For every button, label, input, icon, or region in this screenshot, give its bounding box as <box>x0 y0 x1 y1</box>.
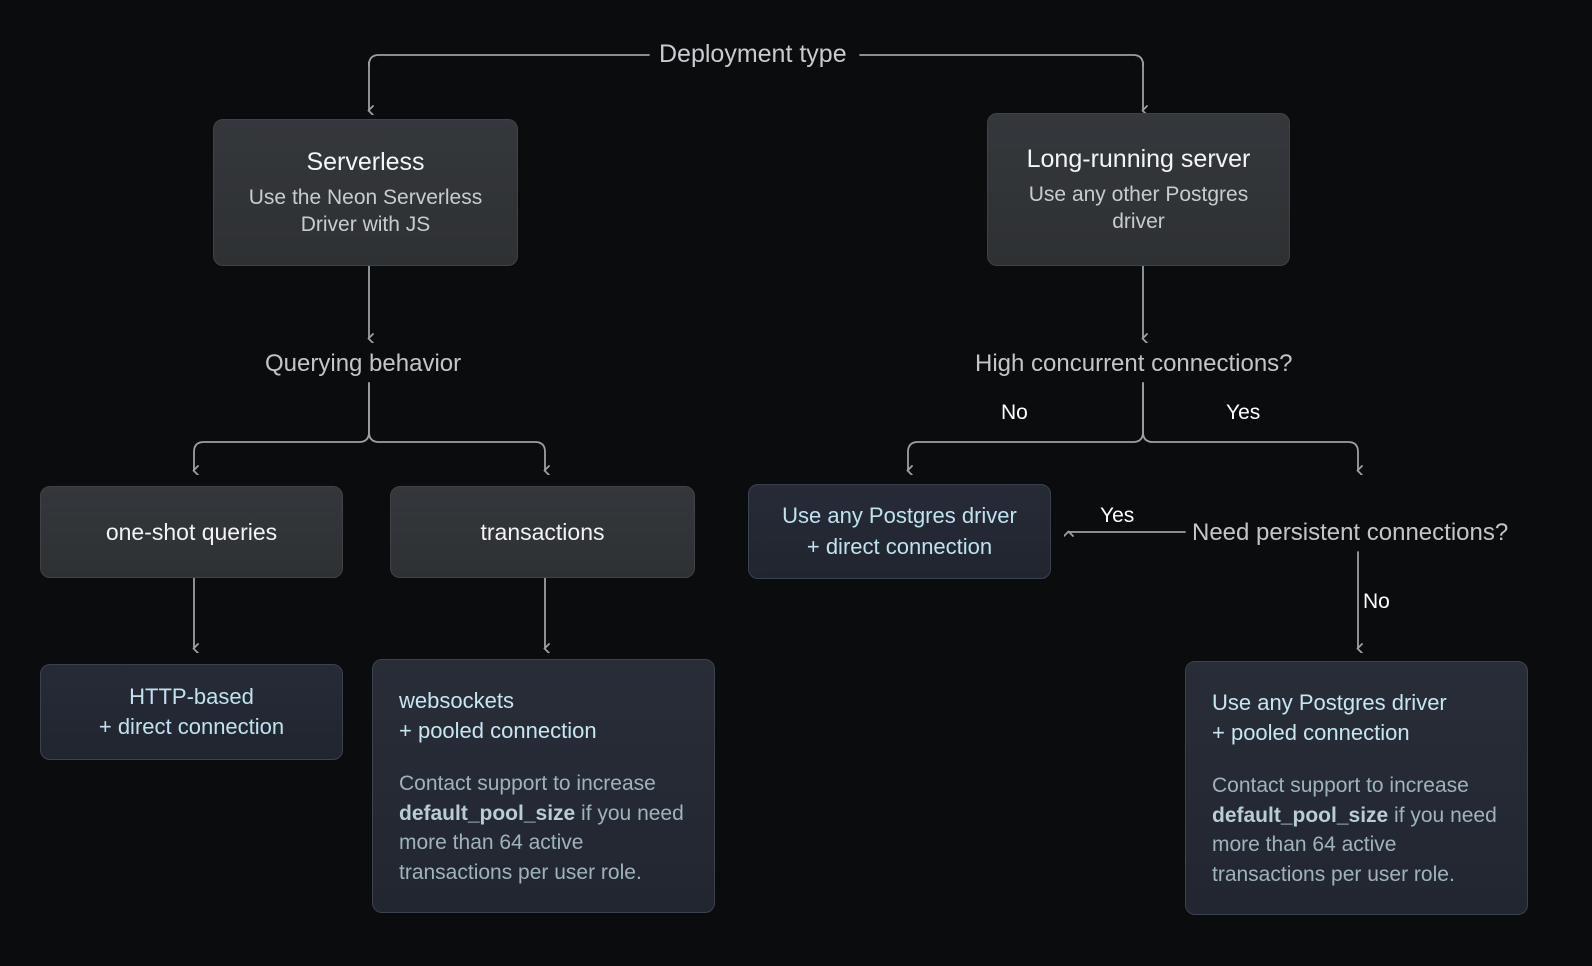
node-driver-pooled[interactable]: Use any Postgres driver + pooled connect… <box>1185 661 1528 915</box>
edge-concurrent-yes <box>1142 382 1358 470</box>
edge-querying-transactions <box>368 382 545 470</box>
label-querying-behavior: Querying behavior <box>265 350 462 377</box>
node-one-shot-label: one-shot queries <box>105 518 278 545</box>
label-high-concurrent-connections: High concurrent connections? <box>975 350 1293 377</box>
node-http-based-line1: HTTP-based <box>129 683 254 709</box>
edge-label-yes-concurrent: Yes <box>1226 401 1261 424</box>
edge-concurrent-no <box>908 382 1144 470</box>
node-driver-direct-connection[interactable]: Use any Postgres driver + direct connect… <box>748 484 1051 579</box>
node-driver-pooled-line1: Use any Postgres driver <box>1212 690 1447 715</box>
node-websockets-note-code: default_pool_size <box>399 801 576 825</box>
edge-label-no-persistent: No <box>1363 590 1390 613</box>
edge-title-right <box>859 54 1144 67</box>
node-long-running-subtitle: Use any other Postgres driver <box>1028 182 1249 234</box>
node-transactions-label: transactions <box>480 518 605 545</box>
edge-title-left <box>368 54 650 67</box>
node-serverless-title: Serverless <box>306 147 425 176</box>
node-driver-pooled-note-code: default_pool_size <box>1212 803 1389 827</box>
node-one-shot-queries[interactable]: one-shot queries <box>40 486 343 578</box>
node-http-based[interactable]: HTTP-based + direct connection <box>40 664 343 760</box>
node-driver-direct-line1: Use any Postgres driver <box>782 503 1017 529</box>
edge-querying-oneshot <box>194 382 370 470</box>
node-driver-pooled-note-pre: Contact support to increase <box>1212 773 1469 797</box>
node-websockets-note: Contact support to increase default_pool… <box>399 769 688 888</box>
diagram-title: Deployment type <box>659 40 847 68</box>
node-long-running-title: Long-running server <box>1026 144 1251 173</box>
node-transactions[interactable]: transactions <box>390 486 695 578</box>
label-need-persistent-connections: Need persistent connections? <box>1192 519 1509 546</box>
node-websockets-line1: websockets <box>399 688 514 713</box>
node-driver-direct-line2: + direct connection <box>806 533 993 559</box>
node-http-based-line2: + direct connection <box>98 714 285 739</box>
node-websockets-note-post: if you need more than 64 active transact… <box>399 801 684 885</box>
node-websockets-note-pre: Contact support to increase <box>399 771 656 795</box>
node-websockets-line2: + pooled connection <box>399 718 597 744</box>
node-long-running-server[interactable]: Long-running server Use any other Postgr… <box>987 113 1290 266</box>
edge-label-yes-persistent: Yes <box>1100 504 1135 527</box>
node-websockets[interactable]: websockets + pooled connection Contact s… <box>372 659 715 913</box>
node-serverless-subtitle: Use the Neon Serverless Driver with JS <box>248 185 483 237</box>
edge-label-no-concurrent: No <box>1001 401 1028 424</box>
node-driver-pooled-line2: + pooled connection <box>1212 720 1410 746</box>
node-driver-pooled-note-post: if you need more than 64 active transact… <box>1212 803 1497 887</box>
node-driver-pooled-note: Contact support to increase default_pool… <box>1212 771 1501 890</box>
node-serverless[interactable]: Serverless Use the Neon Serverless Drive… <box>213 119 518 266</box>
